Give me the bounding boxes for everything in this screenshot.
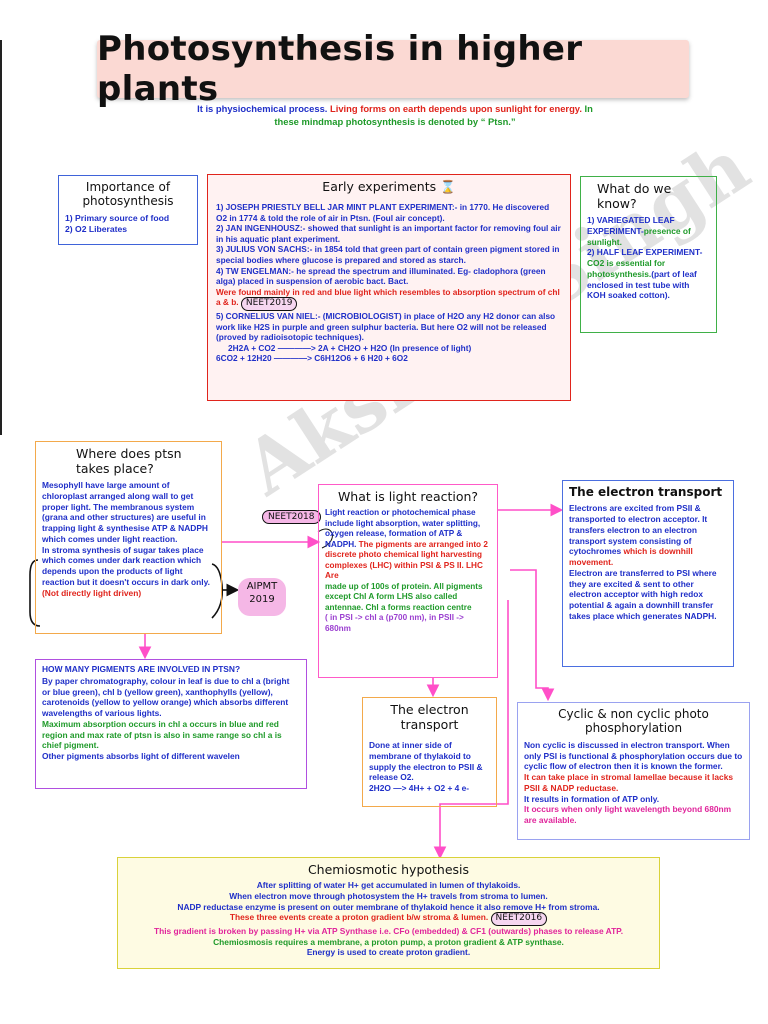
page-title: Photosynthesis in higher plants bbox=[97, 29, 583, 109]
bracket-right bbox=[211, 563, 224, 619]
know-2c: (part of leaf enclosed in test tube with… bbox=[587, 268, 697, 301]
experiment-4b: Were found mainly in red and blue light … bbox=[216, 286, 560, 308]
pigments-body-1: By paper chromatography, colour in leaf … bbox=[42, 675, 290, 718]
chemi-line-1: After splitting of water H+ get accumula… bbox=[256, 880, 521, 890]
know-1b: presence of sunlight. bbox=[587, 225, 691, 247]
early-experiments-heading: Early experiments ⌛ bbox=[322, 179, 456, 194]
early-experiments-box: Early experiments ⌛ 1) JOSEPH PRIESTLY B… bbox=[207, 174, 571, 401]
experiment-4a: 4) TW ENGELMAN:- he spread the spectrum … bbox=[216, 265, 546, 287]
cyclic-box: Cyclic & non cyclic photo phosphorylatio… bbox=[517, 702, 750, 840]
pigments-heading: HOW MANY PIGMENTS ARE INVOLVED IN PTSN? bbox=[42, 664, 241, 674]
chemi-line-7: Energy is used to create proton gradient… bbox=[306, 947, 471, 958]
importance-heading: Importance of photosynthesis bbox=[82, 180, 174, 209]
light-body-2: The pigments are arranged into 2 discret… bbox=[325, 539, 488, 581]
et-right-body-1: Electrons are excited from PSII & transp… bbox=[569, 503, 708, 557]
experiment-3: 3) JULIUS VON SACHS:- in 1854 told that … bbox=[216, 244, 560, 266]
experiment-4b-row: Were found mainly in red and blue light … bbox=[216, 287, 562, 311]
importance-item-1: 1) Primary source of food bbox=[65, 212, 170, 223]
where-heading: Where does ptsn takes place? bbox=[76, 446, 182, 476]
et-right-row: Electrons are excited from PSII & transp… bbox=[569, 503, 727, 568]
equation-1: 2H2A + CO2 ————> 2A + CH2O + H2O (In pre… bbox=[228, 342, 472, 353]
cyclic-body-2: It can take place in stromal lamellae be… bbox=[524, 772, 734, 793]
arrow-light-to-cyclic bbox=[510, 569, 555, 702]
cyclic-heading: Cyclic & non cyclic photo phosphorylatio… bbox=[558, 707, 709, 736]
chemi-line-4: These three events create a proton gradi… bbox=[229, 912, 489, 923]
left-edge-line bbox=[0, 40, 2, 435]
know-2a: 2) HALF LEAF EXPERIMENT- bbox=[587, 247, 703, 258]
chemi-line-4-row: These three events create a proton gradi… bbox=[124, 912, 653, 926]
intro-part-1: It is physiochemical process. bbox=[197, 103, 328, 114]
intro-part-2: Living forms on earth depends upon sunli… bbox=[330, 103, 582, 114]
what-do-we-know-box: What do we know? 1) VARIEGATED LEAF EXPE… bbox=[580, 176, 717, 333]
pigments-body-3: Other pigments absorbs light of differen… bbox=[42, 751, 240, 761]
pigments-box: HOW MANY PIGMENTS ARE INVOLVED IN PTSN? … bbox=[35, 659, 307, 789]
title-banner: Photosynthesis in higher plants bbox=[97, 29, 689, 109]
where-body-2-row: In stroma synthesis of sugar takes place… bbox=[42, 545, 215, 599]
et-mid-equation: 2H2O —> 4H+ + O2 + 4 e- bbox=[369, 783, 470, 793]
neet2018-tag: NEET2018 bbox=[262, 510, 321, 524]
bracket-left bbox=[29, 559, 41, 627]
where-body-2: In stroma synthesis of sugar takes place… bbox=[42, 544, 210, 587]
chemi-line-2: When electron move through photosystem t… bbox=[229, 890, 548, 901]
intro-text: It is physiochemical process. Living for… bbox=[150, 103, 640, 128]
equation-2: 6CO2 + 12H20 ————> C6H12O6 + 6 H20 + 6O2 bbox=[216, 353, 408, 364]
chemi-line-5: This gradient is broken by passing H+ vi… bbox=[153, 925, 624, 936]
importance-item-2: 2) O2 Liberates bbox=[65, 223, 128, 234]
electron-transport-right-heading: The electron transport bbox=[569, 485, 723, 499]
chemi-line-6: Chemiosmosis requires a membrane, a prot… bbox=[213, 936, 564, 947]
know-2b: CO2 is essential for photosynthesis. bbox=[587, 258, 666, 279]
light-body-1: Light reaction or photochemical phase in… bbox=[325, 508, 481, 549]
electron-transport-right-box: The electron transport Electrons are exc… bbox=[562, 480, 734, 667]
light-body-4: ( in PSI -> chl a (p700 nm), in PSII -> … bbox=[325, 613, 464, 633]
intro-part-4: these mindmap photosynthesis is denoted … bbox=[274, 115, 516, 127]
where-body-1: Mesophyll have large amount of chloropla… bbox=[42, 480, 208, 544]
neet2016-tag: NEET2016 bbox=[490, 912, 548, 926]
experiment-1: 1) JOSEPH PRIESTLY BELL JAR MINT PLANT E… bbox=[216, 202, 550, 223]
et-right-body-2: which is downhill movement. bbox=[569, 546, 693, 568]
chemiosmotic-heading: Chemiosmotic hypothesis bbox=[307, 862, 470, 877]
neet2018-pointer bbox=[317, 528, 333, 549]
light-reaction-heading: What is light reaction? bbox=[337, 489, 479, 504]
light-reaction-box: What is light reaction? Light reaction o… bbox=[318, 484, 498, 678]
light-body-row-1: Light reaction or photochemical phase in… bbox=[325, 508, 491, 582]
aipmt-tag: AIPMT 2019 bbox=[238, 578, 286, 616]
what-do-we-know-heading: What do we know? bbox=[597, 181, 672, 211]
cyclic-body-1: Non cyclic is discussed in electron tran… bbox=[524, 739, 743, 772]
intro-part-3: In bbox=[584, 103, 593, 114]
arrow-to-chemiosmotic bbox=[433, 600, 509, 860]
electron-transport-mid-heading: The electron transport bbox=[390, 702, 469, 732]
know-1a: 1) VARIEGATED LEAF EXPERIMENT- bbox=[587, 215, 675, 236]
pigments-body-2: Maximum absorption occurs in chl a occur… bbox=[42, 718, 282, 751]
where-box: Where does ptsn takes place? Mesophyll h… bbox=[35, 441, 222, 634]
where-body-3: (Not directly light driven) bbox=[42, 587, 142, 598]
neet2019-tag: NEET2019 bbox=[240, 297, 298, 311]
et-right-body-3: Electron are transferred to PSI where th… bbox=[569, 567, 717, 621]
importance-box: Importance of photosynthesis 1) Primary … bbox=[58, 175, 198, 245]
et-mid-body: Done at inner side of membrane of thylak… bbox=[369, 740, 483, 783]
know-item-1: 1) VARIEGATED LEAF EXPERIMENT-presence o… bbox=[587, 215, 710, 247]
light-body-3: made up of 100s of protein. All pigments… bbox=[325, 581, 483, 612]
experiment-5: 5) CORNELIUS VAN NIEL:- (MICROBIOLOGIST)… bbox=[216, 311, 556, 343]
cyclic-body-3: It results in formation of ATP only. bbox=[524, 793, 660, 804]
cyclic-body-4: It occurs when only light wavelength bey… bbox=[524, 804, 732, 826]
chemiosmotic-box: Chemiosmotic hypothesis After splitting … bbox=[117, 857, 660, 969]
know-item-2: 2) HALF LEAF EXPERIMENT-CO2 is essential… bbox=[587, 247, 710, 301]
chemi-line-3: NADP reductase enzyme is present on oute… bbox=[177, 901, 600, 912]
electron-transport-mid-box: The electron transport Done at inner sid… bbox=[362, 697, 497, 807]
experiment-2: 2) JAN INGENHOUSZ:- showed that sunlight… bbox=[216, 223, 561, 244]
